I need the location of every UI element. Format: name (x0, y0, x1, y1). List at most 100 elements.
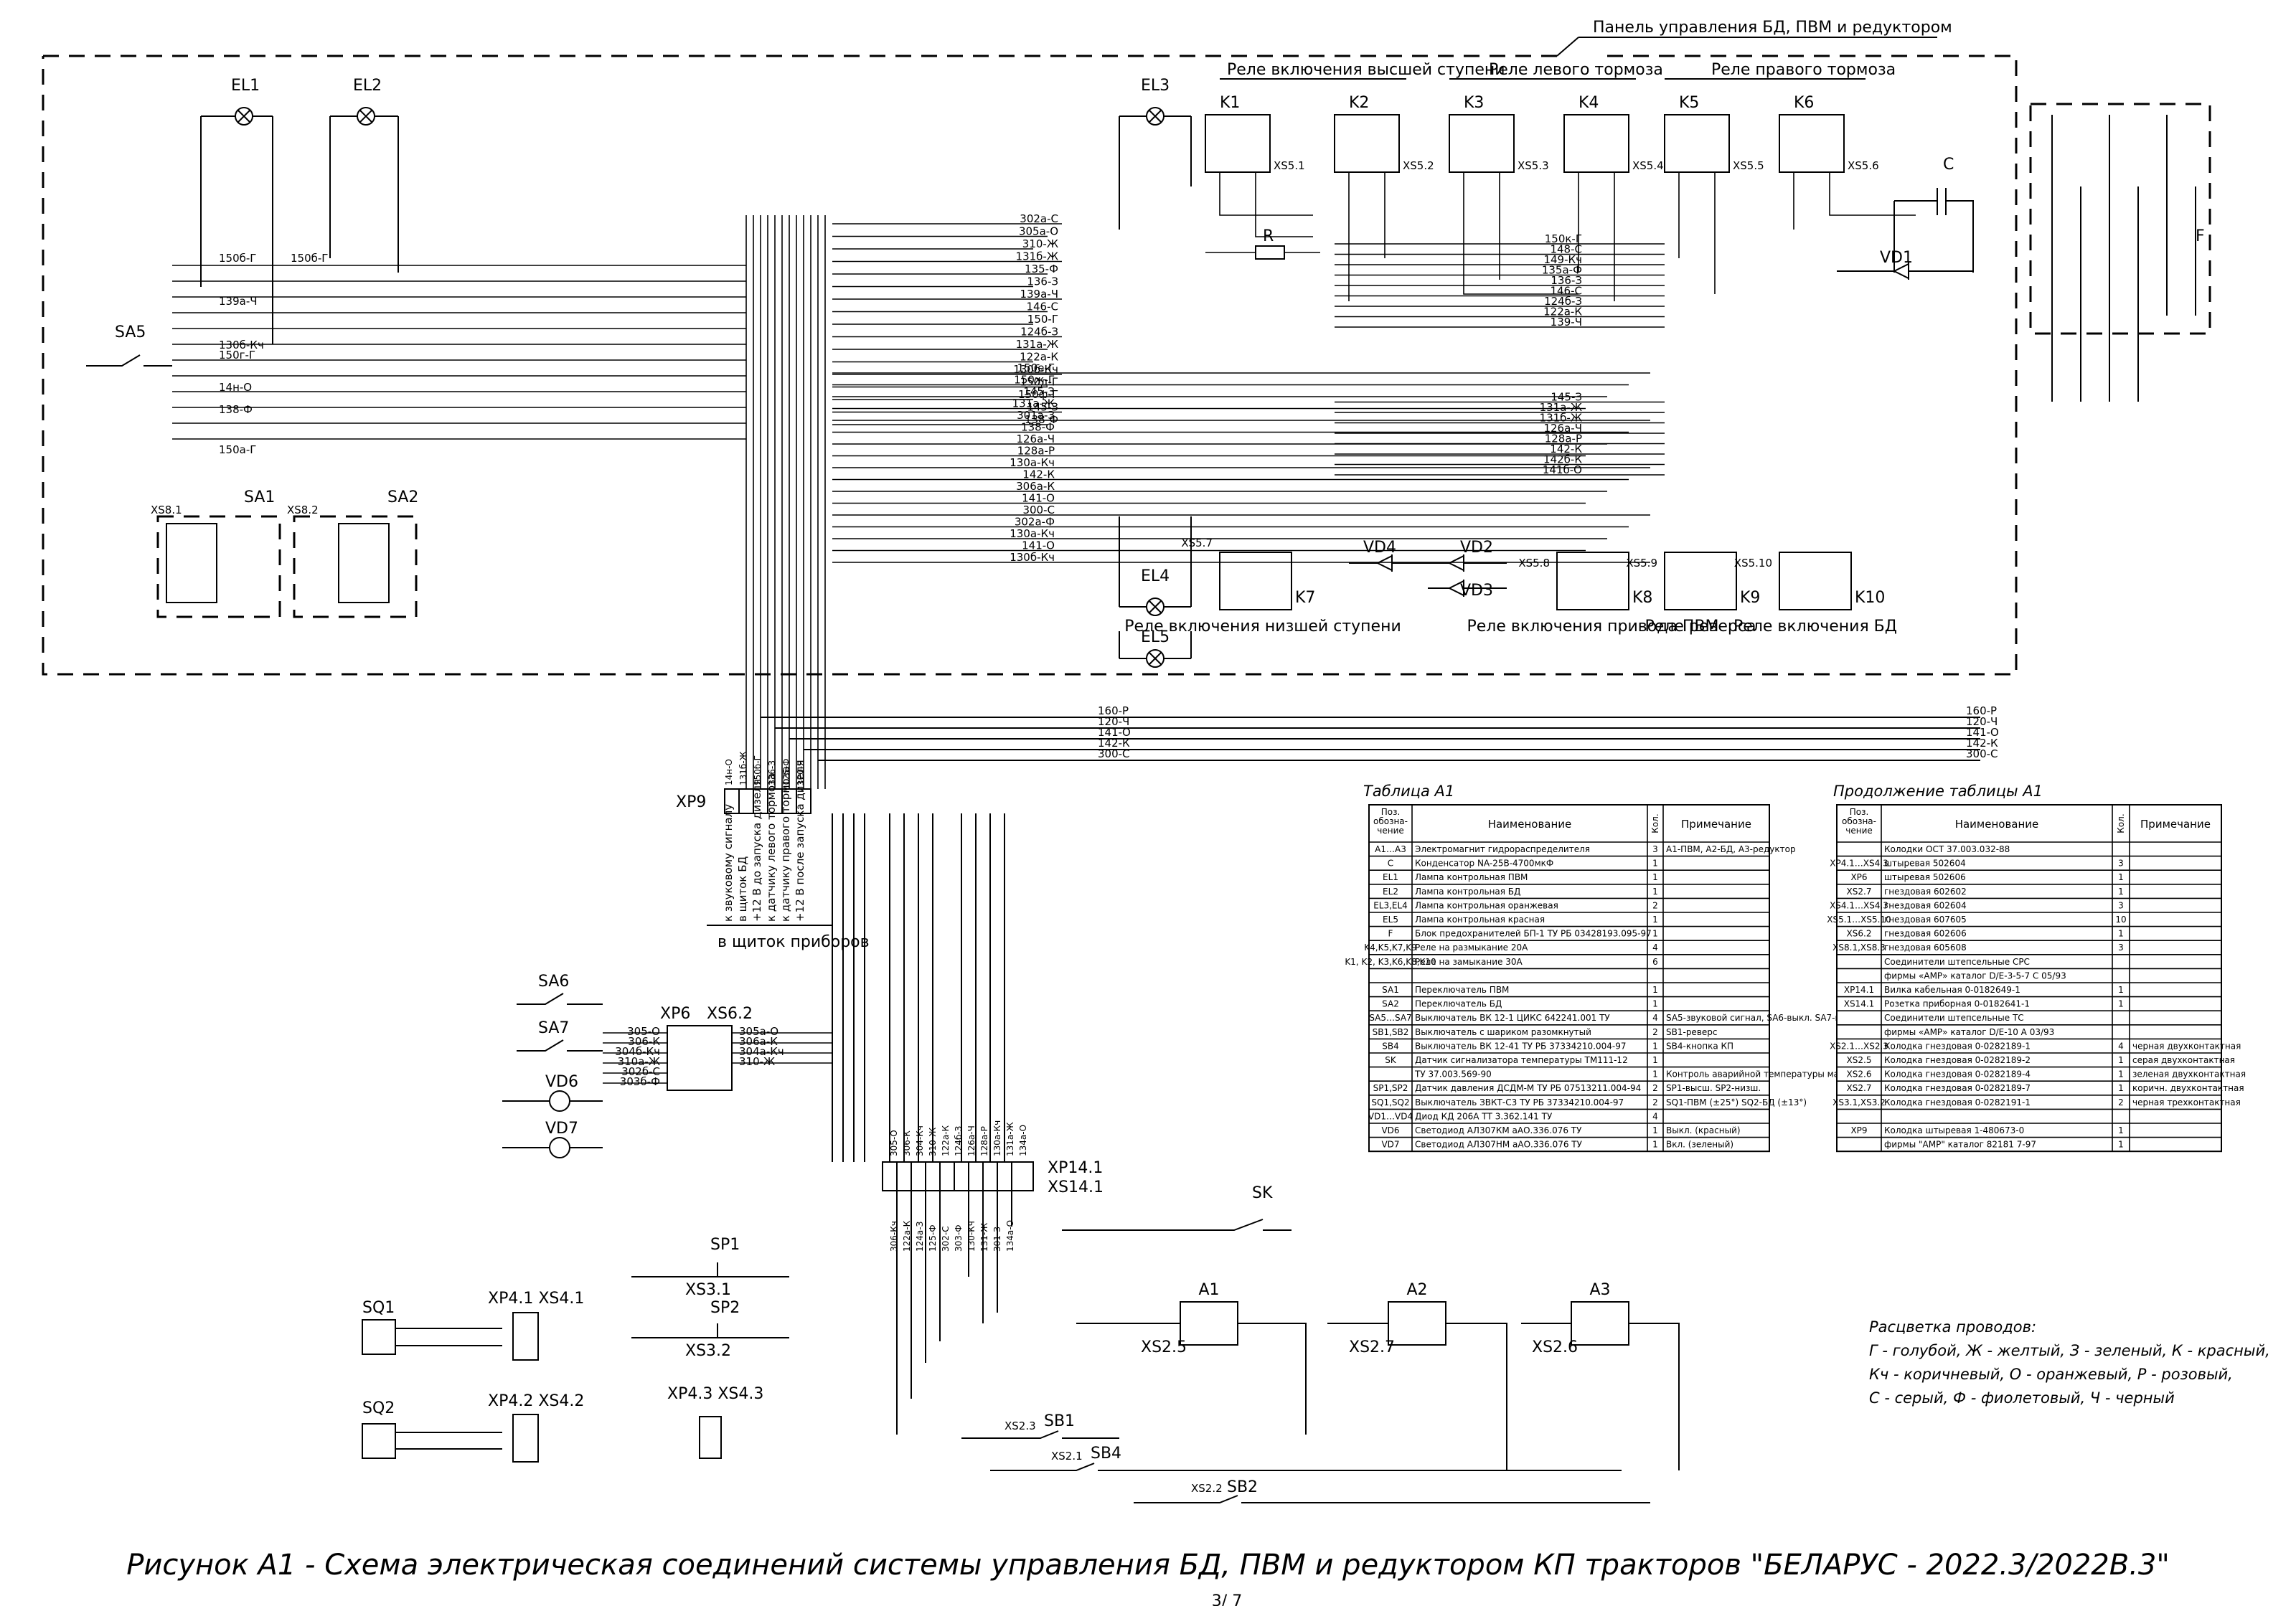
svg-text:K4: K4 (1578, 94, 1599, 112)
bus-wire-label: 145-З (1027, 401, 1058, 414)
table-cell: Соединители штепсельные СРС (1884, 957, 2030, 967)
svg-text:XS2.2: XS2.2 (1191, 1482, 1223, 1495)
bus-wire-label: 150-Г (1027, 313, 1058, 326)
svg-text:XS3.1: XS3.1 (685, 1281, 731, 1299)
xp6-wire-label: 310а-Ж (618, 1055, 660, 1068)
table-cell: 3 (1652, 844, 1658, 854)
svg-text:K9: K9 (1740, 589, 1760, 607)
table-cell: EL3,EL4 (1373, 900, 1408, 910)
table-cell: Лампа контрольная БД (1415, 887, 1520, 897)
table-cell: K1, K2, K3,K6,K8,K10 (1345, 957, 1436, 967)
table-header: Кол. (1650, 813, 1660, 833)
bus-wire-label: 131а-Ж (1540, 401, 1582, 414)
button-sb2: SB2 XS2.2 (1134, 1478, 1650, 1503)
table-cell: коричн. двухконтактная (2132, 1083, 2244, 1093)
panel-title: Панель управления БД, ПВМ и редуктором (1593, 19, 1952, 37)
table-cell: А1…А3 (1375, 844, 1406, 854)
table-cell: Выключатель ВК 12-41 ТУ РБ 37334210.004-… (1415, 1041, 1627, 1051)
xp9-note: в щиток БД (736, 856, 749, 922)
bus-wire-label: 310-Ж (1022, 237, 1058, 250)
bus-wire-label: 130б-Кч (1013, 363, 1058, 376)
diode-vd1: VD1 (1837, 249, 1973, 280)
svg-text:VD3: VD3 (1460, 582, 1493, 600)
svg-text:XS5.9: XS5.9 (1626, 557, 1657, 570)
unit-a2: A2 XS2.7 (1327, 1281, 1507, 1470)
bus-wire-label: 301а-З (1017, 409, 1055, 422)
relay-k9: K9 XS5.9 Реле реверса (1626, 552, 1760, 636)
svg-text:SB2: SB2 (1227, 1478, 1258, 1496)
svg-text:139а-Ч: 139а-Ч (219, 295, 258, 308)
svg-text:SK: SK (1252, 1184, 1273, 1202)
table-frame (1836, 804, 2222, 1153)
svg-text:XP4.2 XS4.2: XP4.2 XS4.2 (488, 1392, 584, 1410)
svg-text:SP2: SP2 (710, 1299, 740, 1317)
table-cell: Вкл. (зеленый) (1666, 1140, 1733, 1150)
svg-text:C: C (1943, 156, 1954, 174)
table-cell: 1 (2118, 999, 2124, 1009)
svg-text:160-Р: 160-Р (1966, 704, 1997, 717)
table-cell: штыревая 502606 (1884, 872, 1966, 882)
svg-text:XS5.2: XS5.2 (1403, 159, 1434, 172)
xp14-wire-label: 130а-Кч (992, 1120, 1002, 1156)
relay-top-wires (1219, 172, 1916, 301)
legend-title: Расцветка проводов: (1869, 1318, 2036, 1336)
table-cell: SB4 (1382, 1041, 1398, 1051)
bottom-bus: 160-Р 120-Ч 141-О 142-К 300-С 160-Р 120-… (761, 704, 1999, 761)
table-header: Наименование (1488, 818, 1572, 831)
xp14-wire-label: 126а-Ч (966, 1125, 977, 1156)
bus-wire-label: 142б-К (1543, 453, 1582, 466)
table-cell: Лампа контрольная красная (1415, 915, 1545, 925)
table-cell: фирмы «АМР» каталог D/Е-3-5-7 С 05/93 (1884, 970, 2066, 981)
bus-wire-label: 128а-Р (1017, 445, 1055, 458)
table-cell: XS6.2 (1847, 929, 1872, 939)
table-cell: черная трехконтактная (2132, 1097, 2241, 1107)
svg-text:XS5.10: XS5.10 (1734, 557, 1772, 570)
svg-text:SP1: SP1 (710, 1236, 740, 1254)
svg-text:150а-Г: 150а-Г (219, 443, 256, 456)
table-a1-cont-title: Продолжение таблицы А1 (1833, 783, 2043, 800)
table-cell: K4,K5,K7,K9 (1364, 943, 1416, 953)
table-header: Наименование (1955, 818, 2039, 831)
xp9-note: к звуковому сигналу (722, 804, 735, 922)
svg-text:130б-Кч: 130б-Кч (219, 339, 264, 351)
table-cell: SK (1385, 1055, 1397, 1065)
table-cell: Светодиод АЛ307КМ аАО.336.076 ТУ (1415, 1125, 1582, 1135)
bus-wire-label: 150е-Г (1017, 362, 1055, 374)
table-cell: XP9 (1850, 1125, 1867, 1135)
table-cell: Конденсатор NA-25В-4700мкФ (1415, 859, 1553, 869)
xp14-wire-label: 134а-О (1018, 1125, 1028, 1156)
bus-wire-label: 146-С (1550, 285, 1582, 298)
table-cell: черная двухконтактная (2132, 1041, 2241, 1051)
bus-labels-mid: 302а-С305а-О310-Ж131б-Ж135-Ф136-З139а-Ч1… (615, 212, 1582, 1252)
bus-wire-label: 126а-Ч (1543, 422, 1582, 435)
xp14-wire-label: 303-Ф (954, 1224, 964, 1252)
switch-sa7: SA7 (517, 1019, 603, 1052)
svg-text:XS8.1: XS8.1 (151, 504, 182, 516)
svg-text:K7: K7 (1295, 589, 1315, 607)
svg-text:141-О: 141-О (1098, 726, 1131, 739)
svg-text:SQ1: SQ1 (362, 1299, 395, 1317)
table-cell: XS2.6 (1847, 1069, 1872, 1080)
svg-text:XS2.6: XS2.6 (1532, 1338, 1578, 1356)
relay-k10: K10 XS5.10 Реле включения БД (1733, 552, 1897, 636)
table-cell: 4 (1652, 1111, 1658, 1121)
table-cell: 2 (1652, 1027, 1658, 1037)
svg-text:K3: K3 (1464, 94, 1484, 112)
table-cell: фирмы "АМР" каталог 82181 7-97 (1884, 1140, 2036, 1150)
table-cell: SQ1,SQ2 (1371, 1097, 1409, 1107)
table-cell: 1 (2118, 1055, 2124, 1065)
svg-text:138-Ф: 138-Ф (219, 403, 253, 416)
switch-sa6: SA6 (517, 973, 603, 1005)
svg-text:K8: K8 (1632, 589, 1652, 607)
svg-text:XS5.8: XS5.8 (1518, 557, 1550, 570)
table-cell: зеленая двухконтактная (2132, 1069, 2246, 1080)
bus-wire-label: 145-З (1023, 385, 1055, 398)
table-cell: 6 (1652, 957, 1658, 967)
table-cell: EL2 (1383, 887, 1398, 897)
table-cell: Колодка гнездовая 0-0282189-1 (1884, 1041, 2031, 1051)
table-cell: XP6 (1850, 872, 1867, 882)
table-cell: Выключатель ВК 12-1 ЦИКС 642241.001 ТУ (1415, 1013, 1610, 1023)
relay-k8: K8 XS5.8 Реле включения привода ПВМ (1467, 552, 1719, 636)
table-cell: XS2.7 (1847, 887, 1872, 897)
bus-wire-label: 131б-Ж (1016, 250, 1058, 263)
